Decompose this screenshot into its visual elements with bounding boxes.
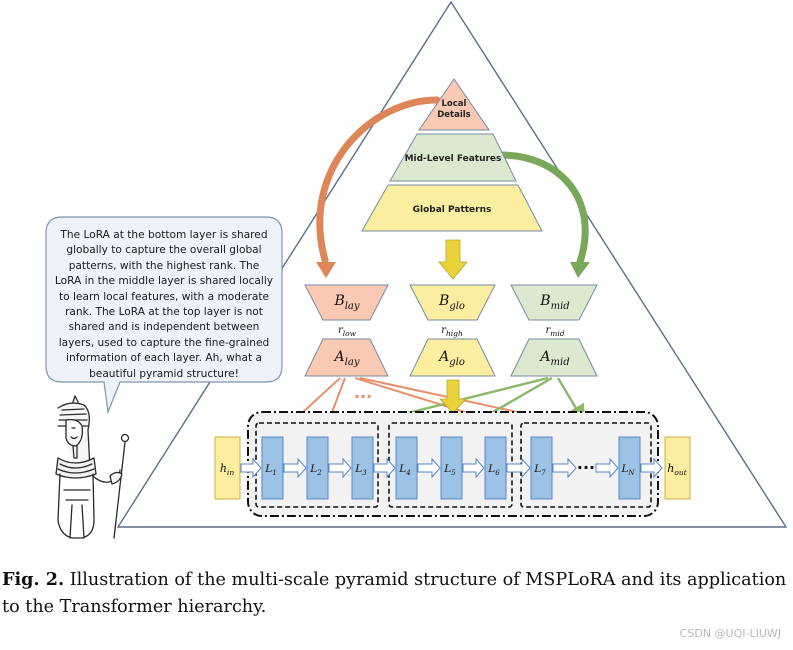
figure-caption-label: Fig. 2.	[2, 569, 65, 590]
outer-pyramid	[116, 0, 788, 528]
figure-caption-text: Illustration of the multi-scale pyramid …	[2, 570, 787, 617]
layer-box-5	[440, 436, 463, 500]
rank-mid-label: rmid	[545, 325, 564, 338]
curved-arrow-left	[316, 96, 441, 264]
layer-label-1: L1	[264, 463, 276, 477]
layer-label-4: L4	[398, 463, 410, 477]
lora-a-glo-box	[409, 338, 496, 377]
layer-label-n: LN	[620, 463, 635, 477]
pyramid-middle-tier	[389, 133, 517, 182]
pyramid-bottom-tier	[361, 184, 543, 232]
pyramid-top-line2: Details	[437, 110, 471, 120]
lora-a-mid-box	[510, 338, 598, 377]
h-in-box	[214, 436, 241, 500]
speech-bubble-text: The LoRA at the bottom layer is shared g…	[54, 229, 274, 380]
layer-box-7	[530, 436, 553, 500]
diagram-canvas: Local Details Mid-Level Features Global …	[45, 0, 788, 539]
lora-a-mid-label: Amid	[538, 349, 569, 368]
chain-flow-arrows	[240, 457, 663, 479]
lora-a-lay-box	[304, 338, 389, 377]
h-out-box	[664, 436, 691, 500]
layer-label-3: L3	[354, 463, 367, 477]
layer-label-5: L5	[443, 463, 456, 477]
layer-label-2: L2	[309, 463, 322, 477]
layer-label-7: L7	[533, 463, 546, 477]
yellow-down-arrow-top	[438, 239, 468, 280]
lora-ellipsis: ···	[354, 387, 372, 406]
watermark: CSDN @UQI-LIUWJ	[679, 627, 781, 640]
layer-box-4	[395, 436, 418, 500]
lora-a-glo-label: Aglo	[437, 349, 465, 368]
pyramid-middle-label: Mid-Level Features	[405, 154, 502, 164]
lora-b-glo-box	[409, 284, 496, 321]
yellow-down-arrow-chain	[439, 379, 467, 414]
lora-a-lay-label: Alay	[333, 349, 360, 368]
layer-box-3	[351, 436, 374, 500]
h-out-label: hout	[667, 462, 687, 477]
layer-box-6	[484, 436, 507, 500]
pyramid-top-local	[418, 78, 490, 131]
pyramid-bottom-label: Global Patterns	[413, 205, 492, 215]
layer-label-6: L6	[487, 463, 500, 477]
speech-bubble	[45, 216, 283, 415]
figure-caption: Fig. 2. Illustration of the multi-scale …	[2, 566, 790, 621]
curved-arrow-right-head	[570, 262, 590, 278]
lora-b-lay-label: Blay	[333, 293, 359, 312]
layer-box-1	[261, 436, 284, 500]
pharaoh-character-illustration	[55, 395, 130, 539]
rank-high-label: rhigh	[441, 325, 463, 338]
lora-b-lay-box	[304, 284, 389, 321]
rank-low-label: rlow	[338, 325, 357, 338]
lora-b-mid-box	[510, 284, 598, 321]
layer-box-n	[618, 436, 641, 500]
lora-b-mid-label: Bmid	[539, 293, 569, 312]
lora-b-glo-label: Bglo	[438, 293, 465, 312]
pyramid-top-line1: Local	[442, 99, 467, 109]
curved-arrow-left-head	[316, 262, 336, 278]
curved-arrow-right	[497, 151, 589, 266]
layer-box-2	[306, 436, 329, 500]
h-in-label: hin	[220, 462, 234, 477]
chain-dots: ···	[577, 458, 595, 477]
